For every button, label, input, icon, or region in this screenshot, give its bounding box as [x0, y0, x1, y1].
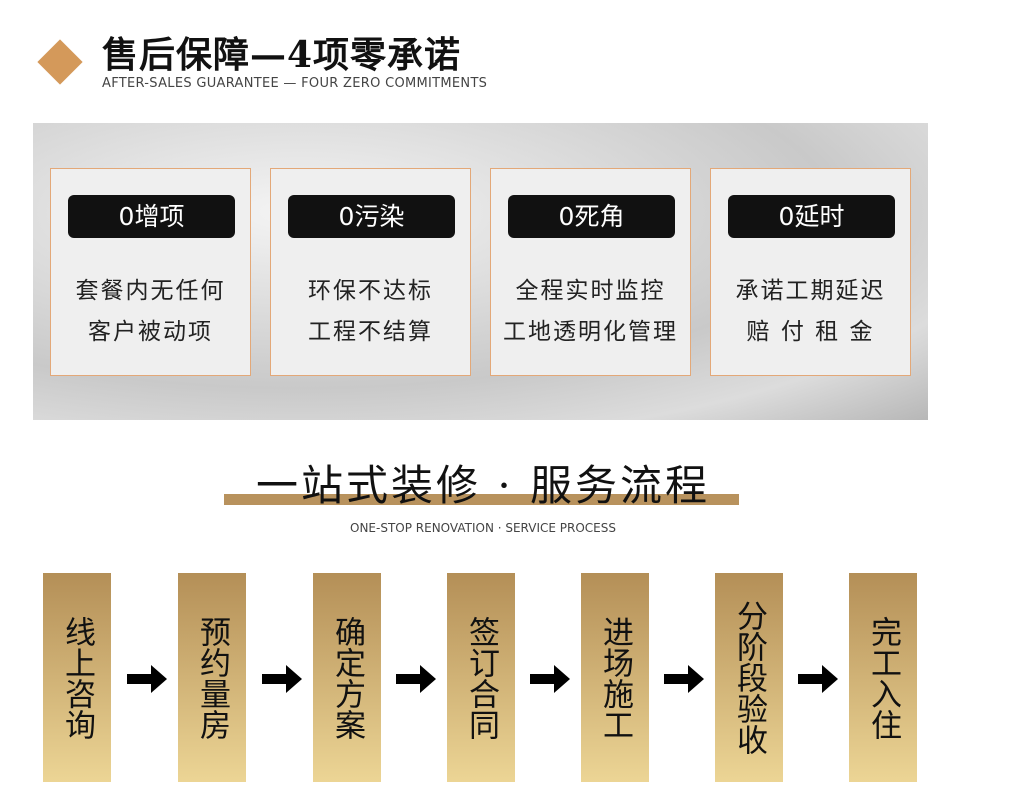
commitment-text: 工程不结算	[308, 319, 433, 345]
process-step: 预约量房	[178, 573, 246, 782]
commitment-text: 工地透明化管理	[503, 319, 678, 345]
title-underline	[224, 494, 739, 505]
diamond-icon	[37, 39, 83, 85]
process-step: 进场施工	[581, 573, 649, 782]
process-title: 一站式装修 · 服务流程	[255, 461, 711, 510]
commitment-badge: 0污染	[288, 195, 455, 238]
process-step: 线上咨询	[43, 573, 111, 782]
commitment-text: 客户被动项	[88, 319, 213, 345]
process-subtitle: ONE-STOP RENOVATION · SERVICE PROCESS	[350, 521, 616, 535]
arrow-right-icon	[127, 665, 167, 693]
arrow-right-icon	[530, 665, 570, 693]
section-subtitle: AFTER-SALES GUARANTEE — FOUR ZERO COMMIT…	[102, 76, 488, 91]
commitment-card: 0污染环保不达标工程不结算	[270, 168, 471, 376]
process-step: 确定方案	[313, 573, 381, 782]
commitment-card: 0延时承诺工期延迟赔 付 租 金	[710, 168, 911, 376]
commitment-badge: 0增项	[68, 195, 235, 238]
commitment-text: 承诺工期延迟	[735, 278, 886, 304]
commitment-text: 全程实时监控	[515, 278, 666, 304]
section-title: 售后保障—4项零承诺	[102, 34, 462, 76]
commitment-text: 赔 付 租 金	[746, 319, 875, 345]
arrow-right-icon	[664, 665, 704, 693]
commitment-card: 0增项套餐内无任何客户被动项	[50, 168, 251, 376]
arrow-right-icon	[798, 665, 838, 693]
process-step: 完工入住	[849, 573, 917, 782]
process-step: 签订合同	[447, 573, 515, 782]
commitment-badge: 0延时	[728, 195, 895, 238]
commitment-text: 环保不达标	[308, 278, 433, 304]
arrow-right-icon	[262, 665, 302, 693]
commitment-text: 套餐内无任何	[75, 278, 226, 304]
arrow-right-icon	[396, 665, 436, 693]
commitment-badge: 0死角	[508, 195, 675, 238]
process-step: 分阶段验收	[715, 573, 783, 782]
commitments-panel: 0增项套餐内无任何客户被动项 0污染环保不达标工程不结算 0死角全程实时监控工地…	[33, 123, 928, 420]
commitment-card: 0死角全程实时监控工地透明化管理	[490, 168, 691, 376]
